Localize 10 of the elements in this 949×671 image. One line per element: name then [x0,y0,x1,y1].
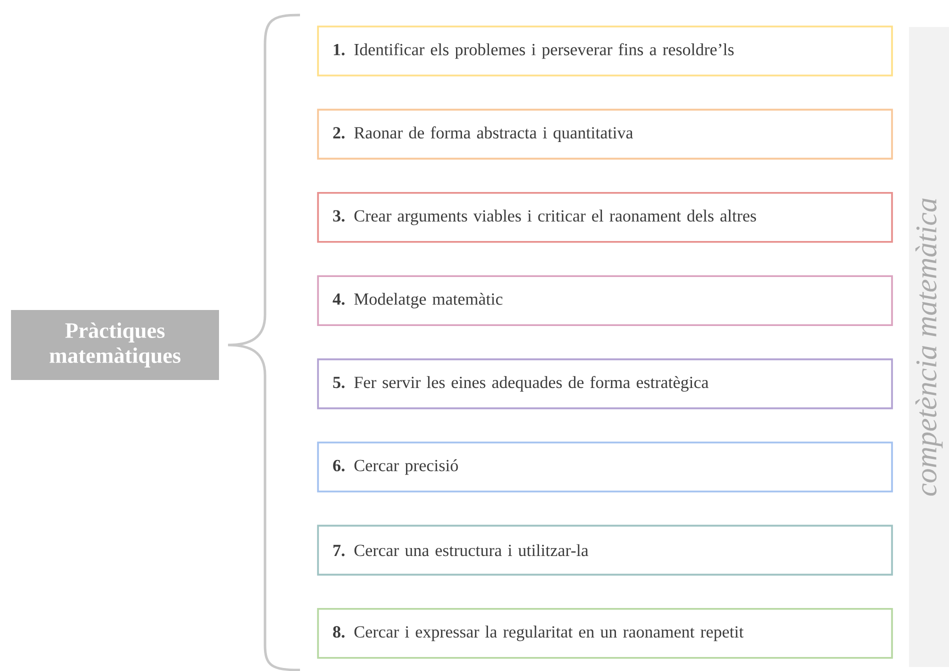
practice-box: 4. Modelatge matemàtic [317,275,893,326]
practice-box: 1. Identificar els problemes i perseverar fins a resoldre’ls [317,26,893,76]
practice-box: 5. Fer servir les eines adequades de forma estratègica [317,358,893,410]
practice-box: 3. Crear arguments viables i criticar el raonament dels altres [317,192,893,243]
practice-box: 7. Cercar una estructura i utilitzar-la [317,524,893,576]
category-box: Pràctiques matemàtiques [11,310,219,380]
practice-box: 8. Cercar i expressar la regularitat en un raonament repetit [317,608,893,659]
side-band: competència matemàtica [909,27,949,667]
practice-box: 6. Cercar precisió [317,442,893,492]
practice-box: 2. Raonar de forma abstracta i quantitativa [317,108,893,160]
